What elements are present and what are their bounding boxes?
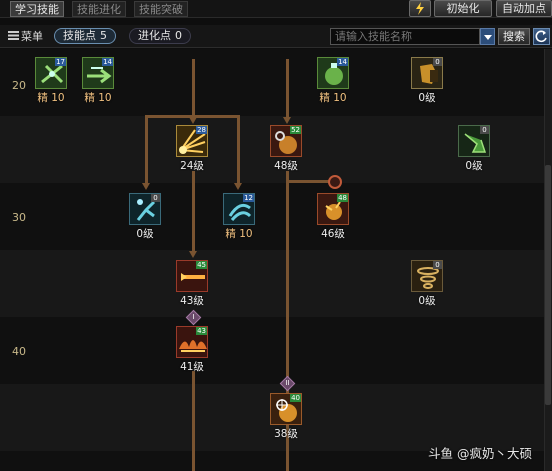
connector-line [286, 180, 330, 183]
connector-arrow [283, 117, 291, 124]
skill-gear-bomb[interactable]: 52 48级 [270, 125, 304, 172]
burst-fire-icon: 28 [176, 125, 208, 157]
connector-arrow [189, 117, 197, 124]
evolution-points-value: 0 [175, 29, 182, 42]
connector-line [192, 371, 195, 471]
tab-skill-breakthrough[interactable]: 技能突破 [134, 1, 188, 17]
scrollbar[interactable] [544, 49, 552, 471]
skill-points-value: 5 [100, 29, 107, 42]
arrow-icon: 14 [82, 57, 114, 89]
auto-assign-button[interactable]: 自动加点 [496, 0, 552, 17]
connector-line [145, 115, 148, 185]
flash-icon[interactable] [409, 0, 431, 17]
toolbar: 菜单 技能点 5 进化点 0 请输入技能名称 搜索 [0, 25, 552, 48]
connector-line [192, 171, 195, 253]
tornado-icon: 0 [411, 260, 443, 292]
kick-icon: 0 [129, 193, 161, 225]
bomb-gear-icon: 52 [270, 125, 302, 157]
grenade-icon: 14 [317, 57, 349, 89]
scrollbar-thumb[interactable] [545, 165, 551, 405]
connector-line [286, 171, 289, 471]
skill-tornado[interactable]: 0 0级 [411, 260, 445, 307]
skill-arrow-volley[interactable]: 14 精 10 [82, 57, 116, 104]
connector-arrow [189, 251, 197, 258]
tab-learn-skills[interactable]: 学习技能 [10, 1, 64, 17]
crossbow-icon: 17 [35, 57, 67, 89]
skill-gold-shield[interactable]: 0 0级 [411, 57, 445, 104]
fire-grenade-icon: 48 [317, 193, 349, 225]
menu-label[interactable]: 菜单 [21, 30, 43, 43]
skill-flame-wave[interactable]: 43 41级 [176, 326, 210, 373]
watermark: 斗鱼 @疯奶丶大硕 [428, 446, 532, 461]
skill-fire-grenade[interactable]: 48 46级 [317, 193, 351, 240]
skill-tree: 20 30 40 I II 17 精 10 14 精 10 14 精 10 [0, 49, 552, 471]
level-label-40: 40 [12, 345, 26, 358]
connector-arrow [142, 183, 150, 190]
green-buff-icon: 0 [458, 125, 490, 157]
top-bar: 学习技能 技能进化 技能突破 初始化 自动加点 [0, 0, 552, 18]
skill-green-buff[interactable]: 0 0级 [458, 125, 492, 172]
refresh-icon[interactable] [533, 28, 550, 45]
skill-blue-kick[interactable]: 0 0级 [129, 193, 163, 240]
skill-rocket[interactable]: 45 43级 [176, 260, 210, 307]
reset-button[interactable]: 初始化 [434, 0, 492, 17]
wind-icon: 12 [223, 193, 255, 225]
skill-search-input[interactable]: 请输入技能名称 [330, 28, 480, 45]
flame-wave-icon: 43 [176, 326, 208, 358]
shield-icon: 0 [411, 57, 443, 89]
skill-burst-fire[interactable]: 28 24级 [176, 125, 210, 172]
search-dropdown-button[interactable] [480, 28, 495, 45]
menu-icon[interactable] [8, 31, 19, 40]
tab-skill-evolution[interactable]: 技能进化 [72, 1, 126, 17]
evolution-points-label: 进化点 [138, 29, 171, 42]
connector-arrow [234, 183, 242, 190]
bomb-target-icon: 40 [270, 393, 302, 425]
skill-crossbow-shot[interactable]: 17 精 10 [35, 57, 69, 104]
connector-line [237, 115, 240, 185]
level-label-30: 30 [12, 211, 26, 224]
level-label-20: 20 [12, 79, 26, 92]
connector-line [192, 59, 195, 119]
tier-band [0, 250, 552, 317]
skill-points-badge: 技能点 5 [54, 28, 116, 44]
gear-node-icon [328, 175, 342, 189]
connector-line [286, 59, 289, 119]
connector-line [145, 115, 240, 118]
search-button[interactable]: 搜索 [498, 28, 530, 45]
skill-grenade[interactable]: 14 精 10 [317, 57, 351, 104]
skill-points-label: 技能点 [63, 29, 96, 42]
skill-blue-wind[interactable]: 12 精 10 [223, 193, 257, 240]
evolution-points-badge: 进化点 0 [129, 28, 191, 44]
skill-bomb-target[interactable]: 40 38级 [270, 393, 304, 440]
rocket-icon: 45 [176, 260, 208, 292]
